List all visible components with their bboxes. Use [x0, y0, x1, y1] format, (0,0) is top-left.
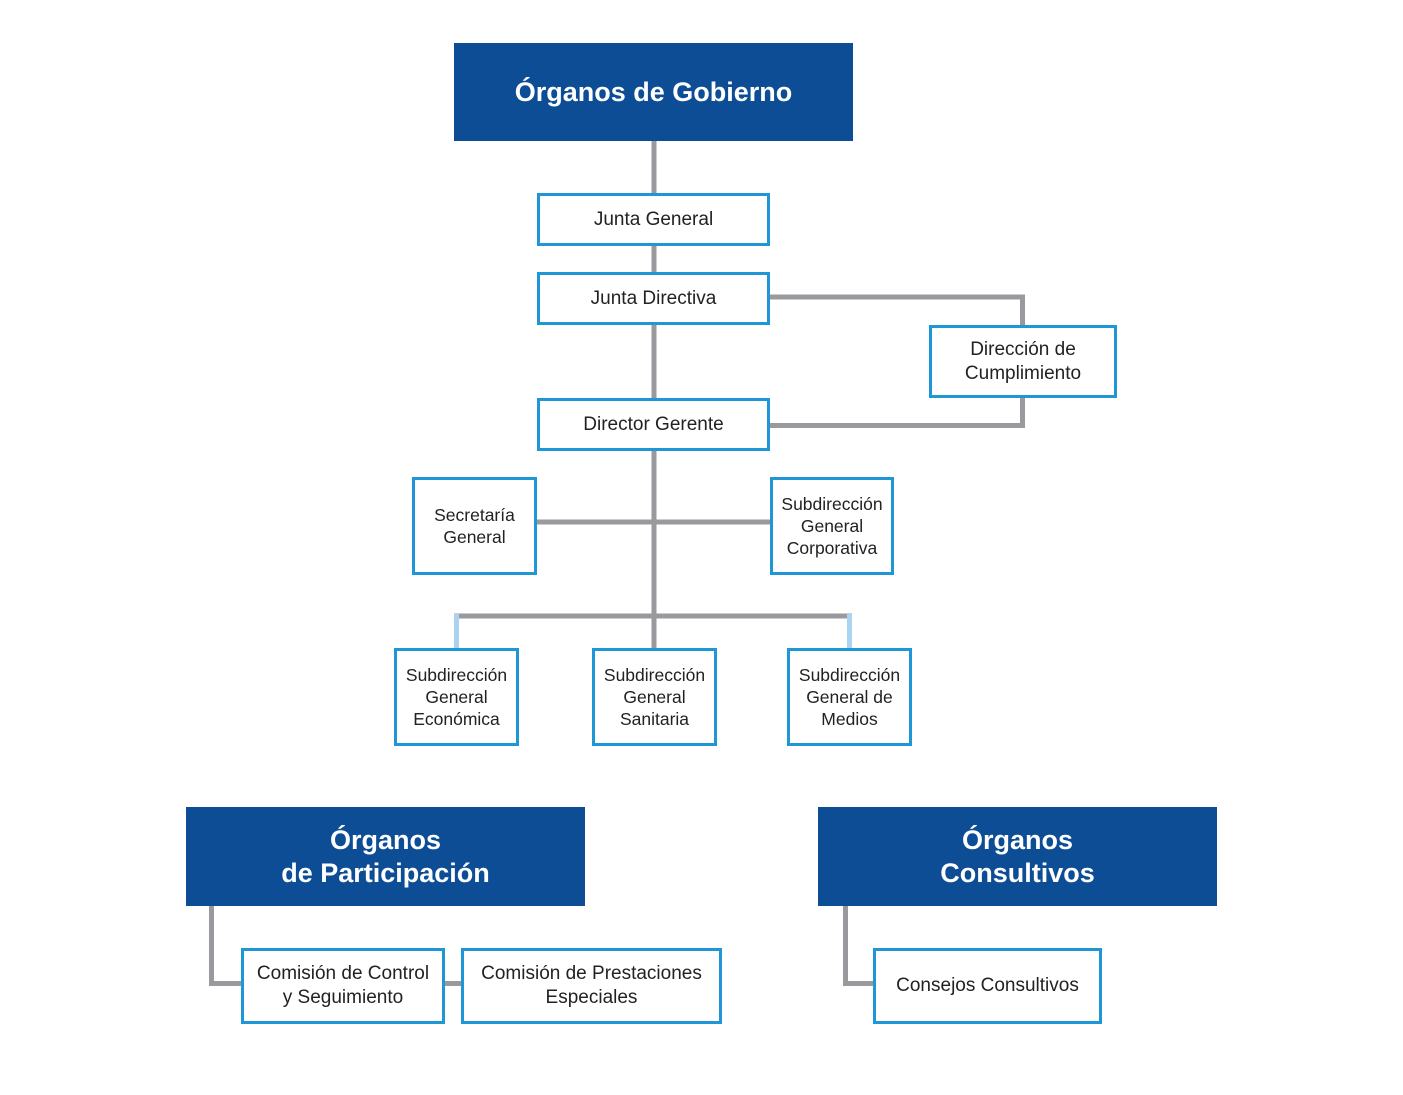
node-junta-general: Junta General: [537, 193, 770, 246]
node-junta-general-label: Junta General: [593, 208, 714, 230]
node-consejos-consultivos-label: Consejos Consultivos: [896, 975, 1079, 996]
node-sg-economica-label: Subdirección General Económica: [405, 665, 508, 729]
node-comision-control: Comisión de Control y Seguimiento: [241, 948, 445, 1024]
node-comision-prestaciones-label: Comisión de Prestaciones Especiales: [481, 963, 702, 1008]
header-organos-gobierno: Órganos de Gobierno: [454, 43, 853, 141]
header-organos-gobierno-label: Órganos de Gobierno: [514, 76, 793, 107]
node-direccion-cumplimiento: Dirección de Cumplimiento: [929, 325, 1117, 398]
node-comision-prestaciones: Comisión de Prestaciones Especiales: [461, 948, 722, 1024]
node-direccion-cumplimiento-label: Dirección de Cumplimiento: [964, 338, 1082, 384]
node-director-gerente: Director Gerente: [537, 398, 770, 451]
header-organos-participacion-label: Órganos de Participación: [281, 824, 490, 888]
node-director-gerente-label: Director Gerente: [583, 413, 724, 435]
node-sg-corporativa-label: Subdirección General Corporativa: [781, 494, 883, 558]
header-organos-participacion: Órganos de Participación: [186, 807, 585, 906]
node-secretaria-general: Secretaría General: [412, 477, 537, 575]
node-comision-control-label: Comisión de Control y Seguimiento: [256, 963, 430, 1008]
node-secretaria-general-label: Secretaría General: [434, 505, 515, 547]
node-consejos-consultivos: Consejos Consultivos: [873, 948, 1102, 1024]
node-sg-economica: Subdirección General Económica: [394, 648, 519, 746]
node-sg-sanitaria-label: Subdirección General Sanitaria: [603, 665, 706, 729]
node-junta-directiva-label: Junta Directiva: [590, 287, 717, 309]
node-sg-medios-label: Subdirección General de Medios: [798, 665, 901, 729]
header-organos-consultivos: Órganos Consultivos: [818, 807, 1217, 906]
header-organos-consultivos-label: Órganos Consultivos: [940, 824, 1095, 888]
node-sg-medios: Subdirección General de Medios: [787, 648, 912, 746]
node-sg-corporativa: Subdirección General Corporativa: [770, 477, 894, 575]
node-sg-sanitaria: Subdirección General Sanitaria: [592, 648, 717, 746]
node-junta-directiva: Junta Directiva: [537, 272, 770, 325]
